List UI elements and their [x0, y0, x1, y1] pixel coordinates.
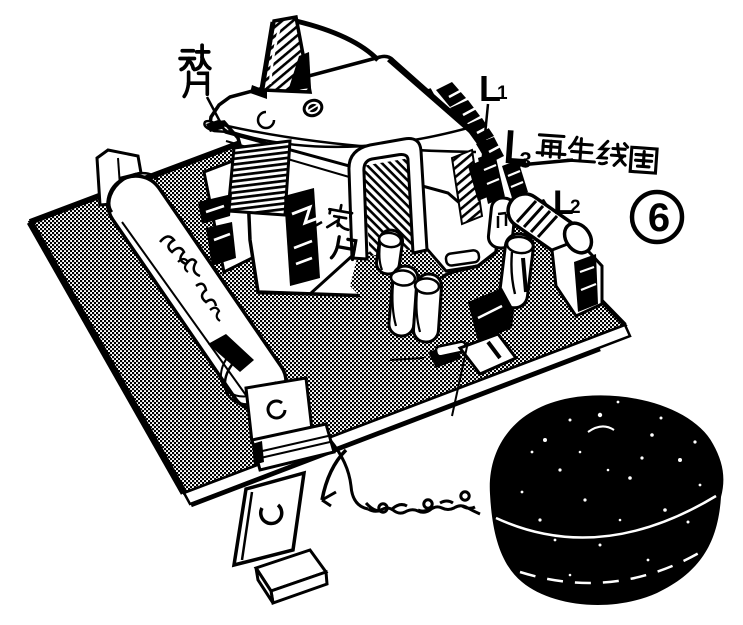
svg-text:L: L: [479, 68, 501, 109]
svg-text:6: 6: [648, 196, 670, 240]
svg-text:2: 2: [570, 197, 581, 218]
svg-text:L: L: [553, 184, 574, 222]
svg-text:3: 3: [518, 147, 532, 173]
svg-text:1: 1: [497, 83, 508, 104]
